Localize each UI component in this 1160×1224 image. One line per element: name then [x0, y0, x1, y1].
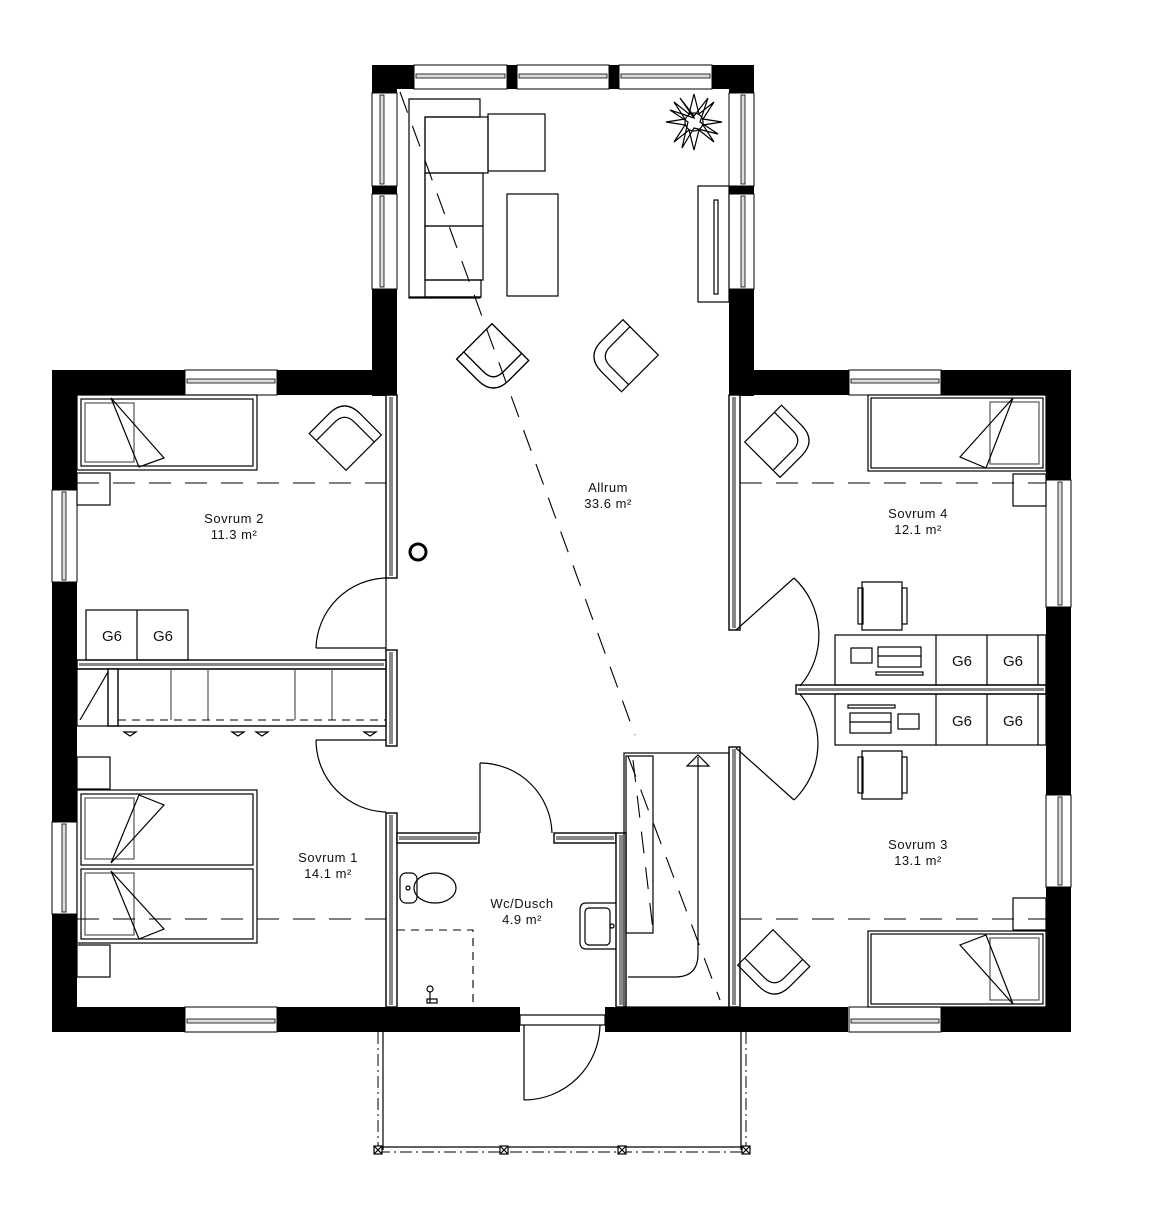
desk-chair-icon [857, 581, 908, 631]
armchair-icon [455, 322, 530, 389]
storage-label: G6 [102, 628, 122, 645]
room-label-sovrum2: Sovrum 2 11.3 m² [204, 511, 264, 542]
plant-icon [665, 93, 723, 151]
door-swing-icon [735, 693, 819, 801]
bed-icon [76, 394, 258, 471]
storage-label: G6 [952, 653, 972, 670]
door-swing-icon [315, 739, 387, 813]
door-swing-icon [315, 577, 387, 650]
allrum-furniture [399, 91, 730, 736]
room-area: 4.9 m² [502, 912, 542, 927]
sovrum2-furniture: G6 G6 [76, 394, 386, 661]
window-icon [1045, 479, 1072, 608]
column-marker-icon [408, 542, 428, 562]
nightstand-icon [1012, 897, 1047, 931]
nightstand-icon [76, 472, 111, 506]
floor-drain-icon [426, 985, 438, 1004]
window-icon [51, 489, 78, 583]
desk-chair-icon [857, 750, 908, 800]
room-label-sovrum1: Sovrum 1 14.1 m² [298, 850, 358, 881]
window-icon [728, 92, 755, 187]
room-name: Sovrum 4 [888, 506, 948, 521]
room-label-wcdusch: Wc/Dusch 4.9 m² [490, 896, 553, 927]
window-icon [848, 1006, 942, 1033]
window-icon [371, 193, 398, 290]
door-swing-icon [479, 762, 553, 834]
door-swing-icon [735, 577, 820, 687]
room-area: 12.1 m² [894, 522, 942, 537]
room-label-allrum: Allrum 33.6 m² [584, 480, 632, 511]
room-area: 11.3 m² [211, 527, 258, 542]
room-name: Sovrum 2 [204, 511, 264, 526]
window-icon [184, 1006, 278, 1033]
computer-icon [847, 704, 920, 734]
window-icon [413, 64, 508, 90]
storage-label: G6 [1003, 653, 1023, 670]
room-name: Wc/Dusch [490, 896, 553, 911]
armchair-icon [593, 318, 660, 393]
front-door [519, 1014, 606, 1101]
room-name: Sovrum 3 [888, 837, 948, 852]
window-icon [848, 369, 942, 396]
window-icon [516, 64, 610, 90]
room-area: 13.1 m² [894, 853, 942, 868]
window-icon [728, 193, 755, 290]
armchair-icon [736, 928, 811, 995]
column-marker-icon [741, 1145, 751, 1155]
room-name: Sovrum 1 [298, 850, 358, 865]
room-area: 33.6 m² [584, 496, 632, 511]
room-labels: Allrum 33.6 m² Sovrum 2 11.3 m² Sovrum 4… [204, 480, 948, 927]
bed-icon [76, 789, 258, 944]
desk [834, 634, 1047, 686]
computer-icon [850, 646, 924, 676]
storage-label: G6 [1003, 713, 1023, 730]
interior-walls [76, 394, 1047, 1008]
storage-label: G6 [153, 628, 173, 645]
armchair-icon [743, 404, 810, 479]
nightstand-icon [1012, 473, 1047, 507]
window-icon [51, 821, 78, 915]
armchair-icon [308, 405, 383, 472]
storage-label: G6 [952, 713, 972, 730]
room-name: Allrum [588, 480, 628, 495]
nightstand-icon [76, 944, 111, 978]
window-icon [184, 369, 278, 396]
window-icon [1045, 794, 1072, 888]
nightstand-icon [76, 756, 111, 790]
column-marker-icon [499, 1145, 509, 1155]
sink-icon [579, 902, 616, 950]
sofa-icon [408, 98, 546, 299]
column-marker-icon [373, 1145, 383, 1155]
windows [51, 64, 1072, 1033]
tv-bench-icon [697, 185, 730, 303]
room-label-sovrum4: Sovrum 4 12.1 m² [888, 506, 948, 537]
room-area: 14.1 m² [304, 866, 352, 881]
bed-icon [867, 930, 1047, 1008]
column-marker-icon [617, 1145, 627, 1155]
shower-closet [623, 752, 730, 1008]
bed-icon [867, 394, 1047, 472]
sovrum3-furniture: G6 G6 [736, 693, 1047, 1008]
wc-furniture [397, 872, 616, 1007]
porch [373, 1032, 751, 1155]
wardrobe [76, 668, 387, 737]
window-icon [371, 92, 398, 187]
sovrum1-furniture [76, 756, 386, 978]
sovrum4-furniture: G6 G6 [740, 394, 1047, 686]
doors [315, 577, 820, 1101]
desk [834, 693, 1047, 746]
room-label-sovrum3: Sovrum 3 13.1 m² [888, 837, 948, 868]
toilet-icon [399, 872, 457, 904]
exterior-walls [52, 65, 1071, 1032]
window-icon [618, 64, 713, 90]
coffee-table-icon [506, 193, 559, 297]
